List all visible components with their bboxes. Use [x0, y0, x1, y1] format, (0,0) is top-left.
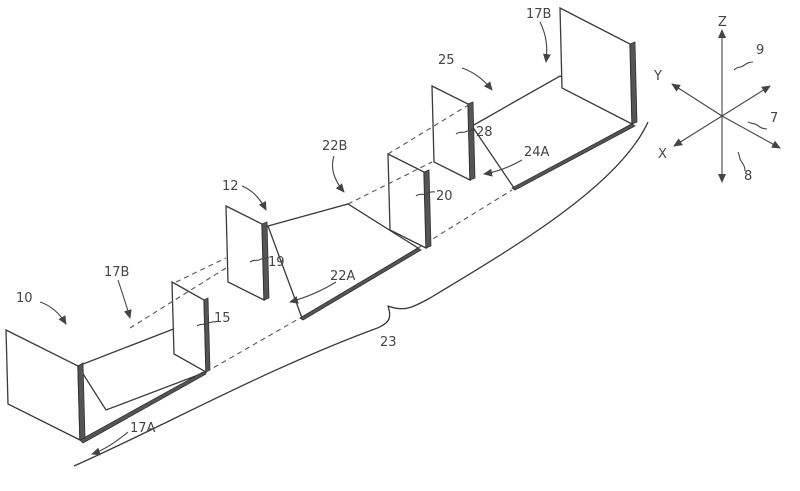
axis-label-y: Y	[653, 69, 662, 84]
label-22a: 22A	[330, 269, 356, 284]
coordinate-axes: Z Y X 9 7 8	[653, 15, 781, 184]
axis-ref-9: 9	[756, 43, 764, 58]
brace-23	[73, 121, 649, 467]
axis-label-x: X	[658, 147, 667, 162]
label-28: 28	[476, 125, 493, 140]
axis-ref-8: 8	[744, 169, 752, 184]
label-17a: 17A	[130, 421, 156, 436]
left-channel-section	[5, 280, 211, 444]
label-25: 25	[438, 53, 455, 68]
label-20: 20	[436, 189, 453, 204]
label-19: 19	[268, 255, 285, 270]
label-10: 10	[16, 291, 33, 306]
axis-ref-7: 7	[770, 111, 778, 126]
right-channel-section	[431, 6, 638, 191]
label-22b: 22B	[322, 139, 347, 154]
label-24a: 24A	[524, 145, 550, 160]
middle-channel-section	[225, 152, 432, 321]
label-17b-right: 17B	[526, 7, 551, 22]
reference-labels: 10 17B 15 17A 12 19 22A 22B 20 23 24A 25…	[16, 7, 551, 436]
label-17b-left: 17B	[104, 265, 129, 280]
label-12: 12	[222, 179, 239, 194]
label-15: 15	[214, 311, 231, 326]
dashed-connectors	[129, 103, 513, 373]
axis-label-z: Z	[718, 15, 727, 30]
label-23: 23	[380, 335, 397, 350]
leader-arrows	[39, 21, 551, 456]
